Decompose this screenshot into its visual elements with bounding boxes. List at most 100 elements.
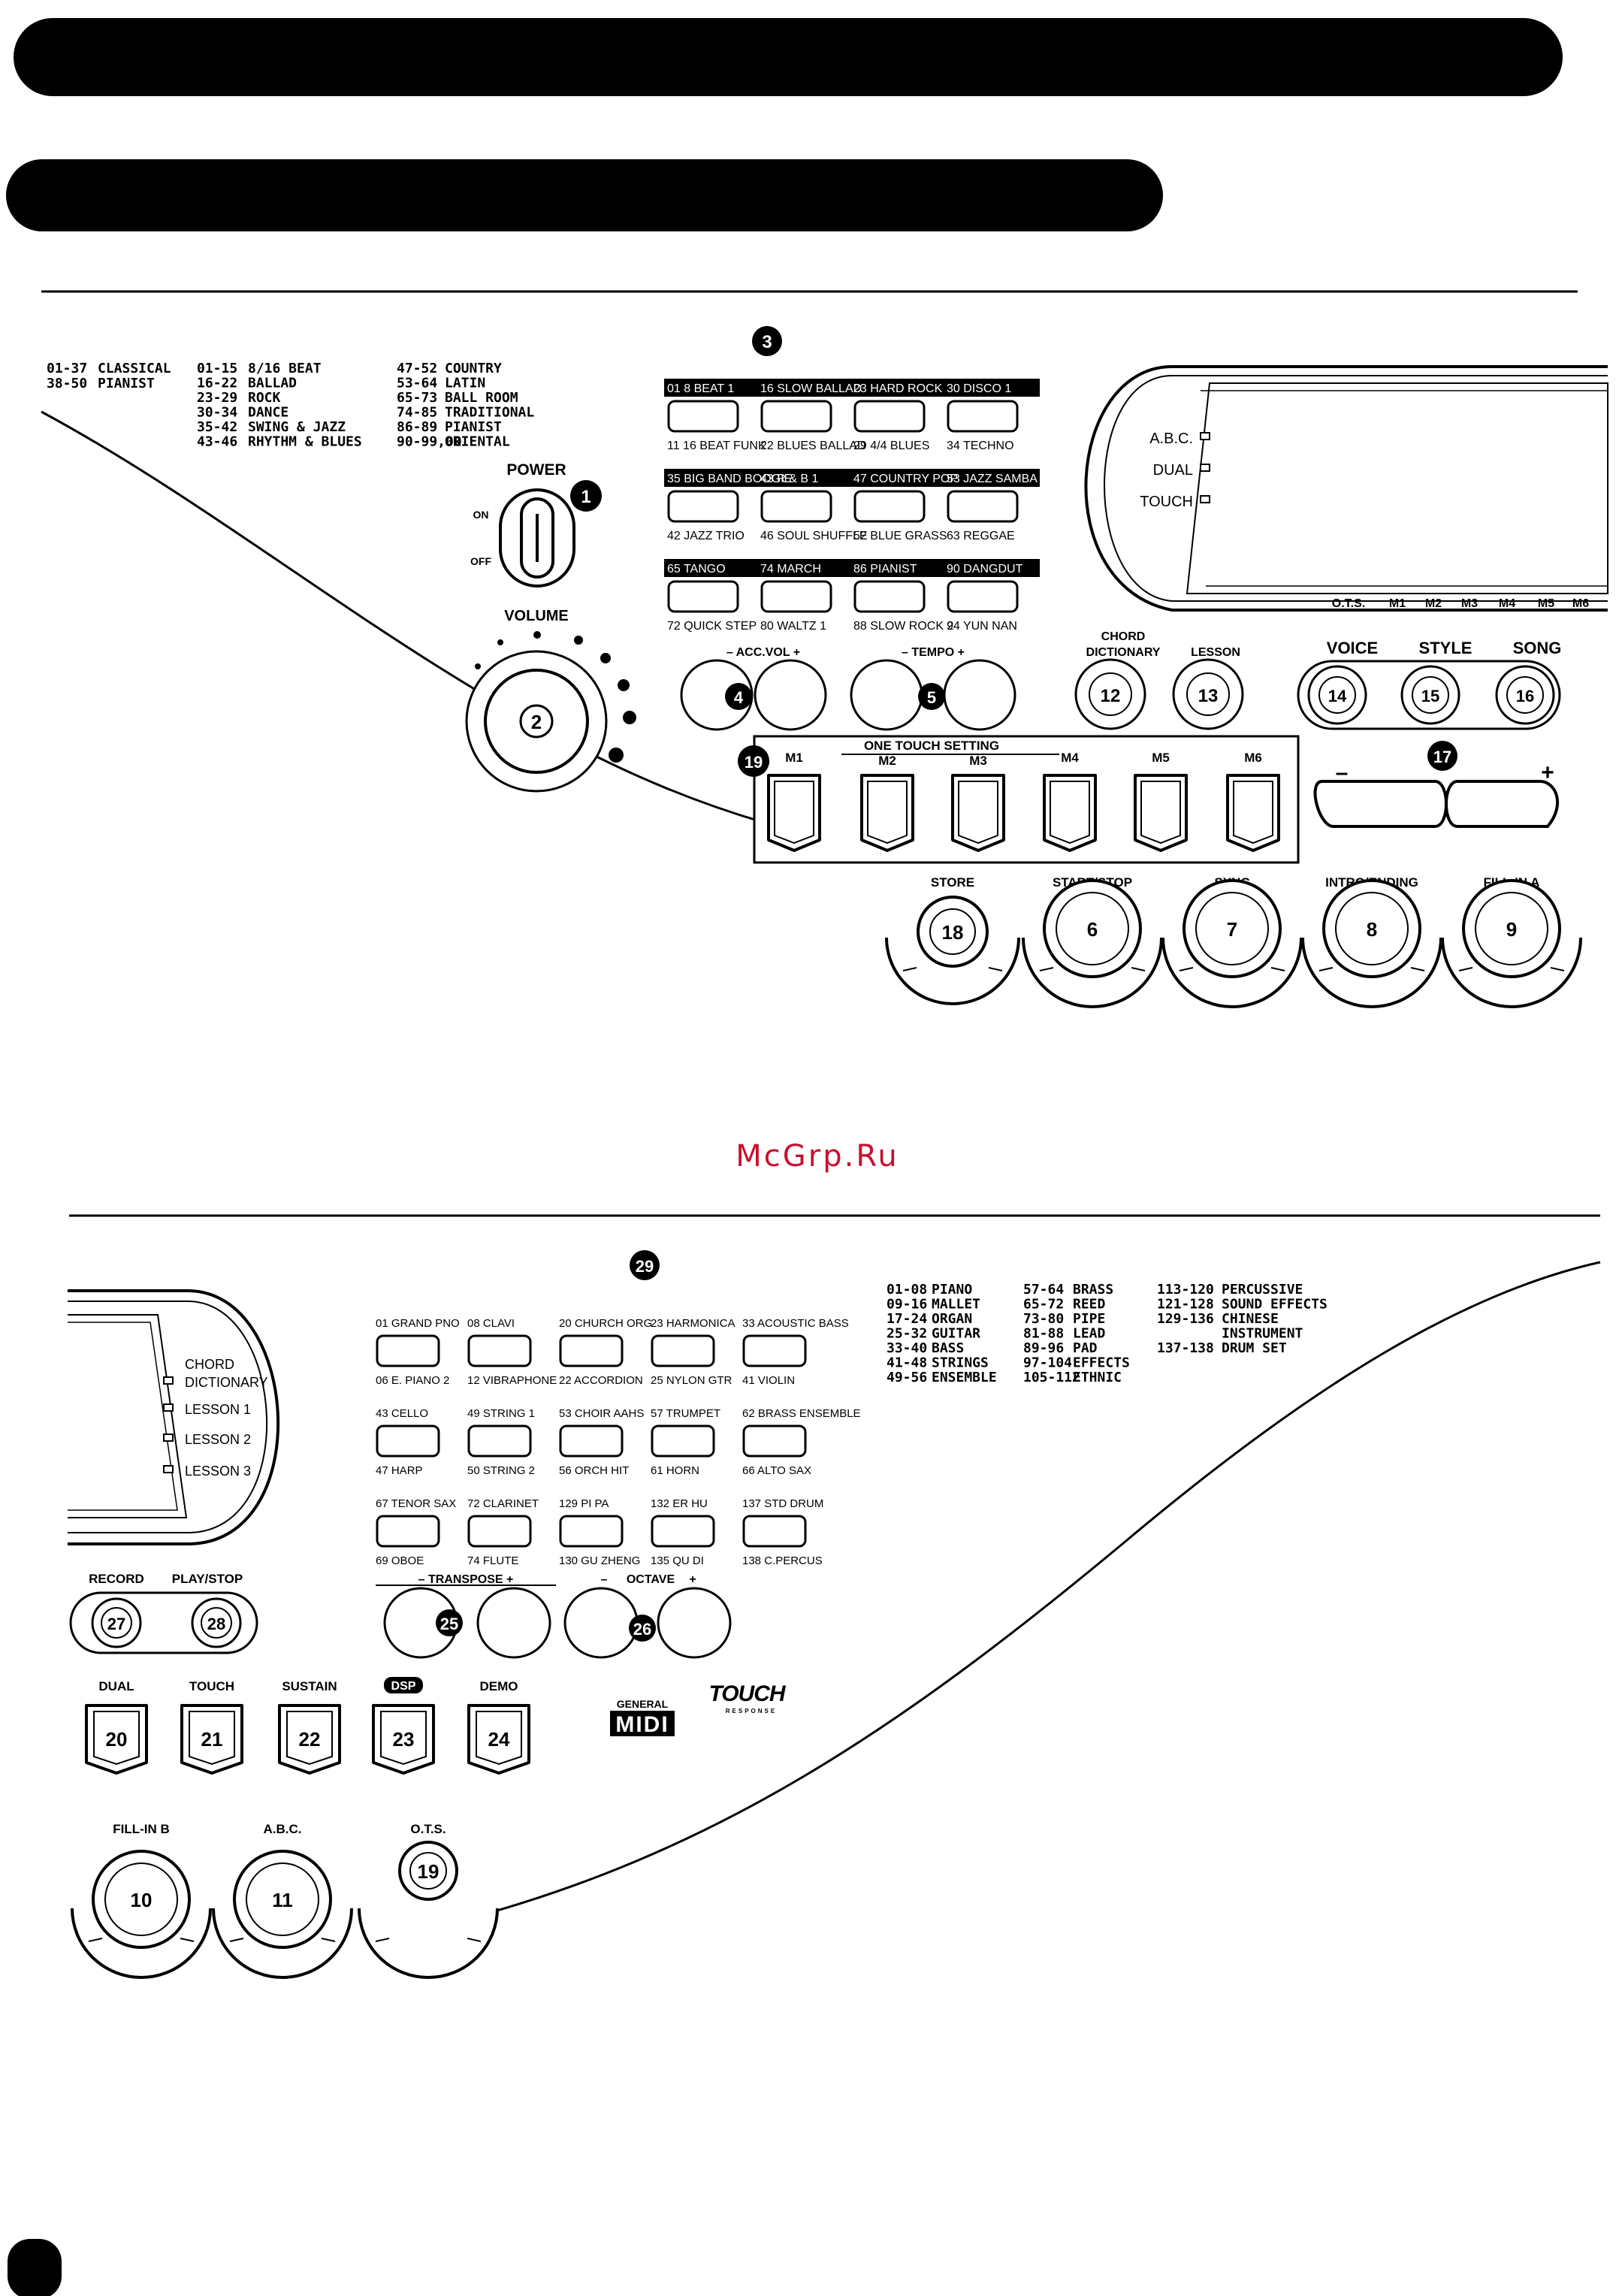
transpose-plus-button[interactable]: [476, 1587, 551, 1659]
ots-memory-button[interactable]: [1226, 774, 1280, 852]
tempo-buttons[interactable]: – TEMPO + 5: [850, 646, 1016, 731]
ots-button-label: M3: [969, 754, 987, 768]
select-button[interactable]: [376, 1424, 440, 1458]
select-caption-bottom: 56 ORCH HIT: [559, 1464, 629, 1477]
select-caption-top: 53 CHOIR AAHS: [559, 1407, 644, 1420]
select-caption-top: 65 TANGO: [667, 563, 726, 576]
caption-band: [664, 379, 1040, 397]
data-dial-plus-button[interactable]: [1445, 780, 1560, 828]
voice-button[interactable]: VOICE 14: [1307, 639, 1378, 725]
lesson-button[interactable]: LESSON 13: [1172, 646, 1244, 730]
button-number: 11: [272, 1889, 293, 1911]
function-button[interactable]: [372, 1704, 435, 1775]
category-name: EFFECTS: [1073, 1355, 1130, 1371]
select-button[interactable]: [559, 1424, 624, 1458]
data-dial-minus-button[interactable]: [1313, 780, 1448, 828]
select-button[interactable]: [467, 1424, 532, 1458]
category-name: PERCUSSIVE: [1222, 1282, 1303, 1298]
function-button[interactable]: [85, 1704, 148, 1775]
select-button[interactable]: [376, 1515, 440, 1548]
category-name: TRADITIONAL: [445, 405, 534, 421]
data-dial[interactable]: – + 17: [1313, 741, 1560, 828]
category-name: BALLAD: [248, 376, 297, 391]
category-range: 17-24: [887, 1311, 927, 1327]
select-button[interactable]: [559, 1334, 624, 1367]
select-button[interactable]: [853, 580, 926, 613]
acc-vol-plus-button[interactable]: [754, 659, 827, 731]
octave-plus-button[interactable]: [657, 1587, 732, 1659]
function-button[interactable]: [467, 1704, 530, 1775]
data-dial-plus-label: +: [1541, 760, 1554, 785]
record-button[interactable]: RECORD 27: [89, 1572, 144, 1648]
power-switch[interactable]: POWER ON OFF 1: [470, 461, 602, 588]
tempo-label: – TEMPO +: [902, 646, 965, 659]
octave-buttons[interactable]: – OCTAVE + 26: [563, 1573, 732, 1659]
select-caption-top: 20 CHURCH ORG: [559, 1317, 652, 1330]
play-stop-button[interactable]: PLAY/STOP 28: [172, 1572, 243, 1648]
function-number: 24: [488, 1728, 510, 1751]
data-dial-badge: [1427, 741, 1457, 771]
select-button[interactable]: [467, 1334, 532, 1367]
memory-indicator: M2: [1425, 597, 1442, 610]
category-name: INSTRUMENT: [1222, 1326, 1303, 1342]
category-range: 49-56: [887, 1370, 927, 1385]
select-button[interactable]: [760, 580, 832, 613]
select-button[interactable]: [559, 1515, 624, 1548]
chord-dictionary-button[interactable]: CHORD DICTIONARY 12: [1074, 630, 1161, 730]
button-number: 9: [1506, 918, 1517, 941]
select-caption-top: 132 ER HU: [651, 1497, 708, 1510]
category-range: 73-80: [1023, 1311, 1064, 1327]
select-button[interactable]: [667, 490, 739, 523]
octave-minus-button[interactable]: [563, 1587, 639, 1659]
function-button[interactable]: [180, 1704, 243, 1775]
select-button[interactable]: [760, 490, 832, 523]
select-button[interactable]: [947, 490, 1019, 523]
select-button[interactable]: [651, 1334, 715, 1367]
category-range: 97-104: [1023, 1355, 1072, 1371]
play-stop-label: PLAY/STOP: [172, 1572, 243, 1586]
acc-vol-buttons[interactable]: – ACC.VOL + 4: [680, 646, 827, 731]
function-button[interactable]: [278, 1704, 341, 1775]
power-label: POWER: [506, 461, 566, 479]
select-button[interactable]: [651, 1515, 715, 1548]
transpose-buttons[interactable]: – TRANSPOSE + 25: [376, 1573, 556, 1659]
tempo-minus-button[interactable]: [850, 659, 923, 731]
select-button[interactable]: [376, 1334, 440, 1367]
style-button[interactable]: STYLE 15: [1400, 639, 1472, 725]
select-caption-bottom: 72 QUICK STEP: [667, 620, 757, 633]
select-caption-top: 08 CLAVI: [467, 1317, 515, 1330]
select-button[interactable]: [467, 1515, 532, 1548]
select-button[interactable]: [651, 1424, 715, 1458]
ots-memory-button[interactable]: [860, 774, 914, 852]
function-label: TOUCH: [189, 1679, 234, 1693]
select-button[interactable]: [853, 400, 926, 433]
transpose-badge: [436, 1609, 463, 1636]
select-caption-top: 57 TRUMPET: [651, 1407, 720, 1420]
select-button[interactable]: [667, 580, 739, 613]
select-caption-bottom: 22 BLUES BALLAD: [760, 440, 866, 452]
ots-memory-button[interactable]: [1134, 774, 1188, 852]
ots-memory-button[interactable]: [1043, 774, 1097, 852]
acc-vol-minus-button[interactable]: [680, 659, 754, 731]
touch-response-logo: TOUCH RESPONSE: [708, 1681, 787, 1714]
select-button[interactable]: [760, 400, 832, 433]
select-button[interactable]: [853, 490, 926, 523]
category-range: 89-96: [1023, 1340, 1064, 1356]
ots-memory-button[interactable]: [767, 774, 821, 852]
song-num: 16: [1516, 687, 1534, 705]
select-caption-bottom: 11 16 BEAT FUNK: [667, 440, 766, 452]
volume-knob[interactable]: VOLUME 2: [465, 608, 636, 793]
select-button[interactable]: [947, 400, 1019, 433]
octave-minus-label: –: [601, 1573, 608, 1586]
select-button[interactable]: [742, 1424, 807, 1458]
tempo-plus-button[interactable]: [943, 659, 1016, 731]
select-button[interactable]: [947, 580, 1019, 613]
category-range: 25-32: [887, 1326, 927, 1342]
song-button[interactable]: SONG 16: [1495, 639, 1561, 725]
select-button[interactable]: [742, 1334, 807, 1367]
indicator-label: DICTIONARY: [185, 1375, 268, 1390]
select-button[interactable]: [742, 1515, 807, 1548]
ots-memory-button[interactable]: [951, 774, 1005, 852]
select-button[interactable]: [667, 400, 739, 433]
